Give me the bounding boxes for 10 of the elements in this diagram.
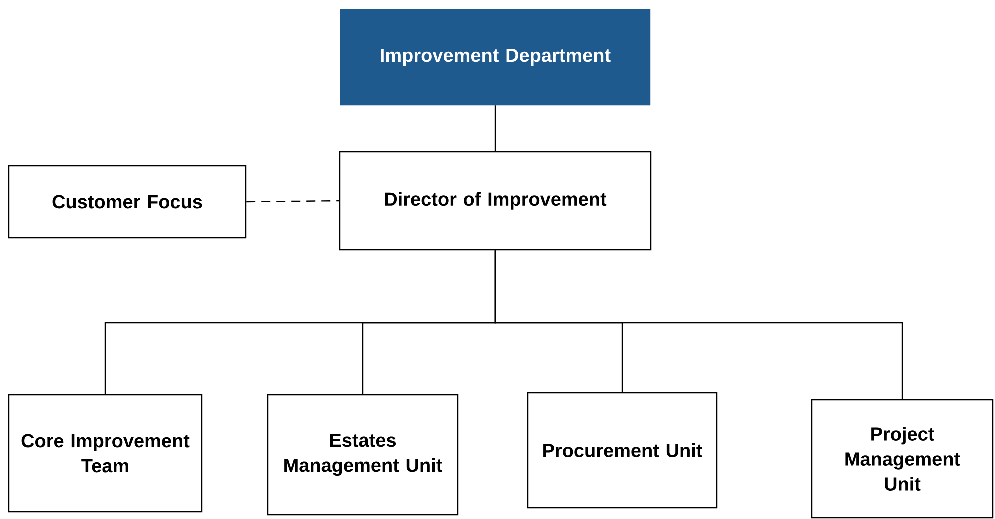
department-box: Improvement Department [340,9,651,106]
unit-box: Core Improvement Team [8,394,203,513]
unit-box: Project Management Unit [811,399,994,519]
director-box: Director of Improvement [339,151,652,251]
unit-box: Estates Management Unit [267,394,459,516]
connector-line [246,200,340,203]
connector-line [494,106,496,152]
unit-box: Customer Focus [8,165,247,239]
unit-box: Procurement Unit [527,392,718,509]
connector-line [494,250,904,400]
